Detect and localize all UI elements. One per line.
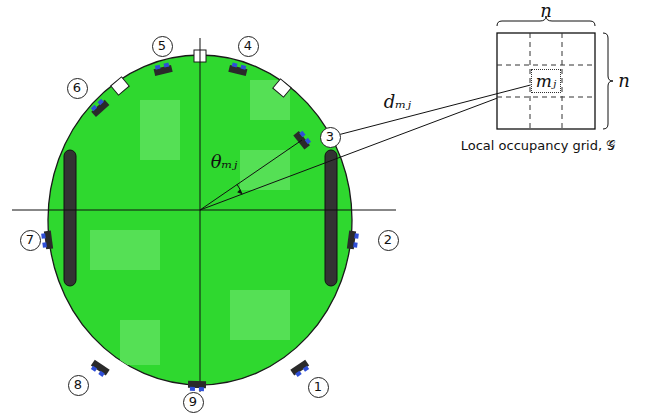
dimension-label: n — [618, 71, 630, 91]
sonar-sensor — [293, 129, 312, 149]
callout-number: 9 — [183, 392, 204, 413]
distance-line — [340, 85, 531, 134]
callout-number: 4 — [238, 36, 259, 57]
sonar-sensor — [41, 231, 53, 250]
sonar-sensor — [228, 62, 248, 76]
angle-label: θₘⱼ — [211, 152, 238, 172]
callout-number: 6 — [67, 78, 88, 99]
left-wheel — [64, 150, 76, 286]
sonar-sensor — [89, 98, 109, 117]
occupancy-grid — [497, 33, 595, 129]
sonar-sensor — [290, 360, 311, 378]
sensor-ray — [200, 140, 302, 210]
angle-arc — [237, 184, 242, 194]
callout-text: 7 — [26, 233, 34, 247]
callout-number: 3 — [320, 127, 341, 148]
callout-text: 2 — [384, 233, 392, 247]
edge-label: dₘⱼ — [382, 92, 413, 112]
callout-text: 8 — [74, 378, 82, 392]
callout-text: 3 — [326, 130, 334, 144]
grid-cell: mⱼ — [531, 69, 562, 93]
callout-text: 9 — [189, 395, 197, 409]
body-notches — [111, 50, 291, 97]
callout-number: 5 — [152, 36, 173, 57]
callout-number: 8 — [68, 375, 89, 396]
angle-arrowhead — [237, 189, 242, 194]
callout-text: 6 — [73, 81, 81, 95]
body-shading — [90, 80, 290, 365]
sonar-sensor — [347, 231, 359, 250]
x-axis — [12, 210, 396, 211]
callout-text: 5 — [158, 39, 166, 53]
right-brace — [603, 33, 613, 129]
callout-text: 1 — [314, 380, 322, 394]
grid-caption: Local occupancy grid, 𝒢 — [461, 139, 615, 153]
callout-text: 4 — [244, 39, 252, 53]
cell-label: mⱼ — [536, 72, 557, 91]
sonar-sensor — [153, 62, 173, 76]
sonar-sensor — [89, 360, 110, 378]
dimension-label: n — [540, 1, 552, 21]
callout-number: 1 — [308, 377, 329, 398]
callout-number: 2 — [378, 230, 399, 251]
sonar-sensor — [188, 381, 206, 391]
y-axis — [200, 38, 201, 392]
sensor-group — [41, 62, 359, 391]
callout-number: 7 — [20, 230, 41, 251]
right-wheel — [325, 150, 337, 286]
